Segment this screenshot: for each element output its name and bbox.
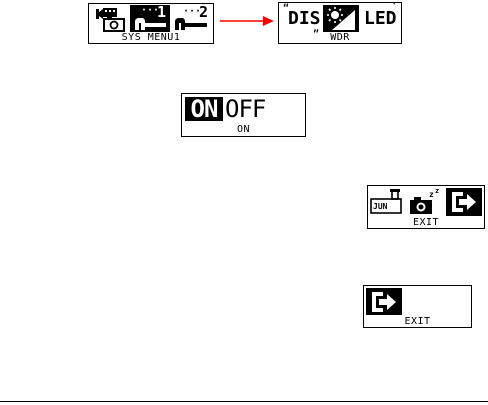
svg-text:z: z: [429, 190, 434, 199]
onoff-menu-panel: ON OFF ON: [181, 93, 306, 137]
exit-caption: EXIT: [368, 218, 484, 228]
wdr-sun-icon: [324, 6, 358, 31]
sys-menu-caption: SYS MENU1: [89, 33, 213, 43]
arrow-right-icon: [218, 15, 276, 27]
exit-single-tile: [366, 288, 402, 315]
exit-tile: [446, 188, 482, 216]
exit-single-panel: EXIT: [363, 285, 472, 328]
sys-page-1-tile: ··· 1: [130, 5, 170, 32]
date-stamp-label: JUN: [373, 202, 387, 211]
svg-text:z: z: [435, 188, 439, 195]
page-divider: [0, 401, 488, 402]
on-option: ON: [185, 97, 223, 121]
onoff-caption: ON: [182, 125, 305, 135]
sys-page-1-label: 1: [157, 5, 166, 20]
camera-sleep-icon: z z: [408, 188, 444, 216]
off-option: OFF: [225, 97, 265, 121]
wdr-caption: WDR: [279, 33, 401, 43]
wdr-tile: [323, 5, 359, 32]
exit-menu-panel: JUN z z EXIT: [367, 185, 485, 229]
exit-door-icon: [369, 290, 399, 314]
camera-video-icon: [94, 6, 130, 32]
led-spark-icon: `: [392, 3, 397, 13]
sys-page-2-label: 2: [199, 5, 208, 20]
sys-menu-panel: ··· 1 ··· 2 SYS MENU1: [88, 3, 214, 44]
exit-single-caption: EXIT: [364, 317, 471, 327]
wdr-menu-panel: “ DIS „ LED ` WDR: [278, 2, 402, 44]
exit-door-icon: [449, 190, 479, 214]
